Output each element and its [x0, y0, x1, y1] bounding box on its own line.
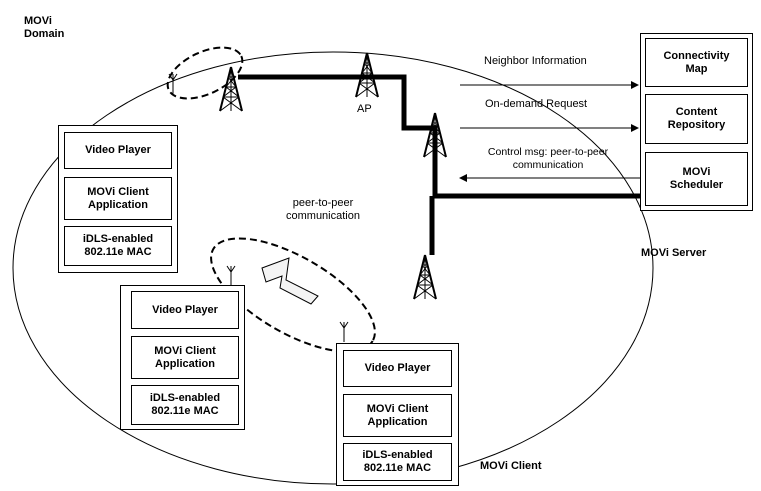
neighbor-information-label: Neighbor Information: [484, 55, 587, 67]
idls-enabled-mac: iDLS-enabled 802.11e MAC: [64, 226, 172, 266]
movi-client-application: MOVi Client Application: [131, 336, 239, 379]
backbone-link: [238, 74, 640, 199]
video-player: Video Player: [343, 350, 452, 387]
movi-server-label: MOVi Server: [641, 247, 707, 259]
idls-enabled-mac: iDLS-enabled 802.11e MAC: [343, 443, 452, 481]
connectivity-map: Connectivity Map: [645, 38, 748, 87]
content-repository: Content Repository: [645, 94, 748, 144]
movi-client-label: MOVi Client: [480, 460, 542, 472]
movi-server: Connectivity Map Content Repository MOVi…: [640, 33, 753, 211]
peer-to-peer-lightning-icon: [261, 257, 319, 305]
movi-client-device: Video Player MOVi Client Application iDL…: [336, 343, 459, 486]
movi-client-application: MOVi Client Application: [343, 394, 452, 437]
movi-client-device: Video Player MOVi Client Application iDL…: [120, 285, 245, 430]
control-message-label: Control msg: peer-to-peer communication: [487, 146, 609, 171]
peer-to-peer-ellipse: [210, 237, 376, 353]
movi-client-device: Video Player MOVi Client Application iDL…: [58, 125, 178, 273]
video-player: Video Player: [131, 291, 239, 329]
base-station-tower: [219, 66, 243, 112]
client-antenna: [339, 321, 349, 343]
on-demand-request-label: On-demand Request: [485, 98, 588, 110]
movi-domain-boundary: [12, 51, 654, 485]
client-antenna: [226, 265, 236, 287]
peer-to-peer-label: peer-to-peer communication: [286, 197, 360, 222]
idls-enabled-mac: iDLS-enabled 802.11e MAC: [131, 385, 239, 425]
base-station-tower: [413, 254, 437, 300]
movi-scheduler: MOVi Scheduler: [645, 152, 748, 206]
movi-domain-title: MOVi Domain: [24, 15, 65, 40]
base-station-tower: [423, 112, 447, 158]
movi-client-application: MOVi Client Application: [64, 177, 172, 220]
ap-label: AP: [357, 103, 372, 115]
video-player: Video Player: [64, 132, 172, 169]
